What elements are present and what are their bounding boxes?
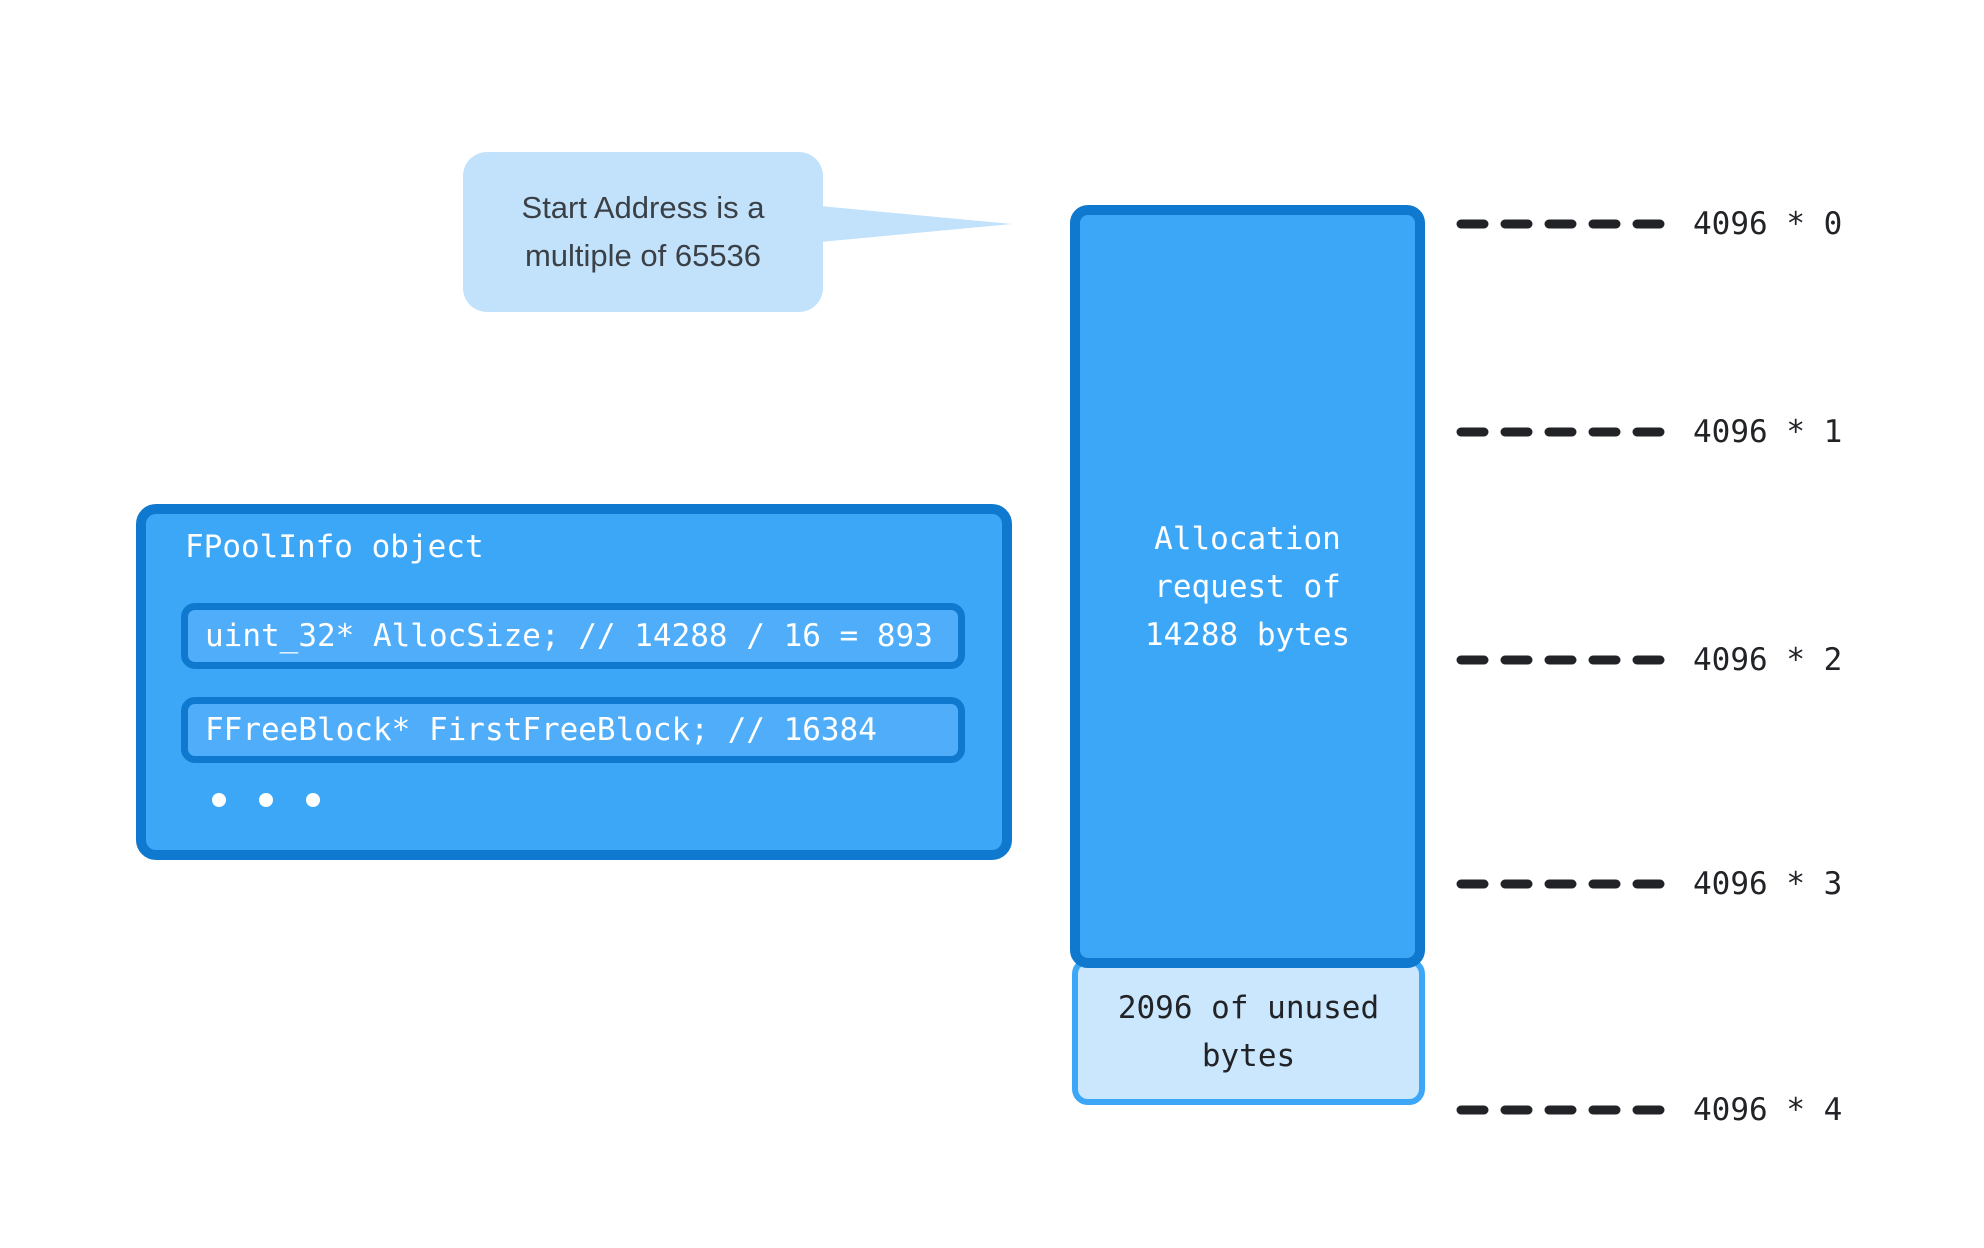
ruler-tick-label: 4096 * 4 (1693, 1092, 1843, 1128)
ruler-tick-label: 4096 * 3 (1693, 866, 1843, 902)
ruler-tick: 4096 * 4 (1455, 1092, 1842, 1128)
pool-field-allocsize: uint_32* AllocSize; // 14288 / 16 = 893 (181, 603, 965, 669)
dashed-boundary-line-icon (1456, 427, 1666, 437)
unused-text-line: bytes (1201, 1037, 1296, 1074)
dashed-boundary-line-icon (1456, 879, 1666, 889)
dashed-boundary-line-icon (1456, 655, 1666, 665)
ruler-tick-label: 4096 * 2 (1693, 642, 1843, 678)
allocation-request-block: Allocation request of 14288 bytes (1070, 205, 1425, 968)
pool-field-firstfreeblock: FFreeBlock* FirstFreeBlock; // 16384 (181, 697, 965, 763)
ruler-tick: 4096 * 2 (1455, 642, 1842, 678)
ruler-tick: 4096 * 3 (1455, 866, 1842, 902)
ruler-tick: 4096 * 0 (1455, 206, 1842, 242)
ruler-tick-label: 4096 * 0 (1693, 206, 1843, 242)
unused-bytes-block: 2096 of unused bytes (1072, 958, 1425, 1105)
dashed-boundary-line-icon (1456, 1105, 1666, 1115)
ellipsis-dots-icon (212, 793, 320, 807)
dashed-boundary-line-icon (1456, 219, 1666, 229)
fpoolinfo-box: FPoolInfo object uint_32* AllocSize; // … (136, 504, 1012, 860)
dot-icon (259, 793, 273, 807)
pool-field-allocsize-text: uint_32* AllocSize; // 14288 / 16 = 893 (205, 618, 933, 654)
allocation-text-line: 14288 bytes (1144, 616, 1351, 653)
ruler-tick: 4096 * 1 (1455, 414, 1842, 450)
dot-icon (212, 793, 226, 807)
allocation-text-line: Allocation (1154, 520, 1341, 557)
fpoolinfo-title: FPoolInfo object (185, 529, 484, 565)
callout-text-line: Start Address is a (521, 190, 765, 225)
callout-bubble: Start Address is a multiple of 65536 (463, 152, 823, 312)
callout-text-line: multiple of 65536 (524, 238, 762, 273)
callout-tail-icon (820, 206, 1012, 242)
dot-icon (306, 793, 320, 807)
pool-field-firstfreeblock-text: FFreeBlock* FirstFreeBlock; // 16384 (205, 712, 877, 748)
ruler-tick-label: 4096 * 1 (1693, 414, 1843, 450)
unused-text-line: 2096 of unused (1117, 989, 1380, 1026)
allocation-text-line: request of (1154, 568, 1341, 605)
